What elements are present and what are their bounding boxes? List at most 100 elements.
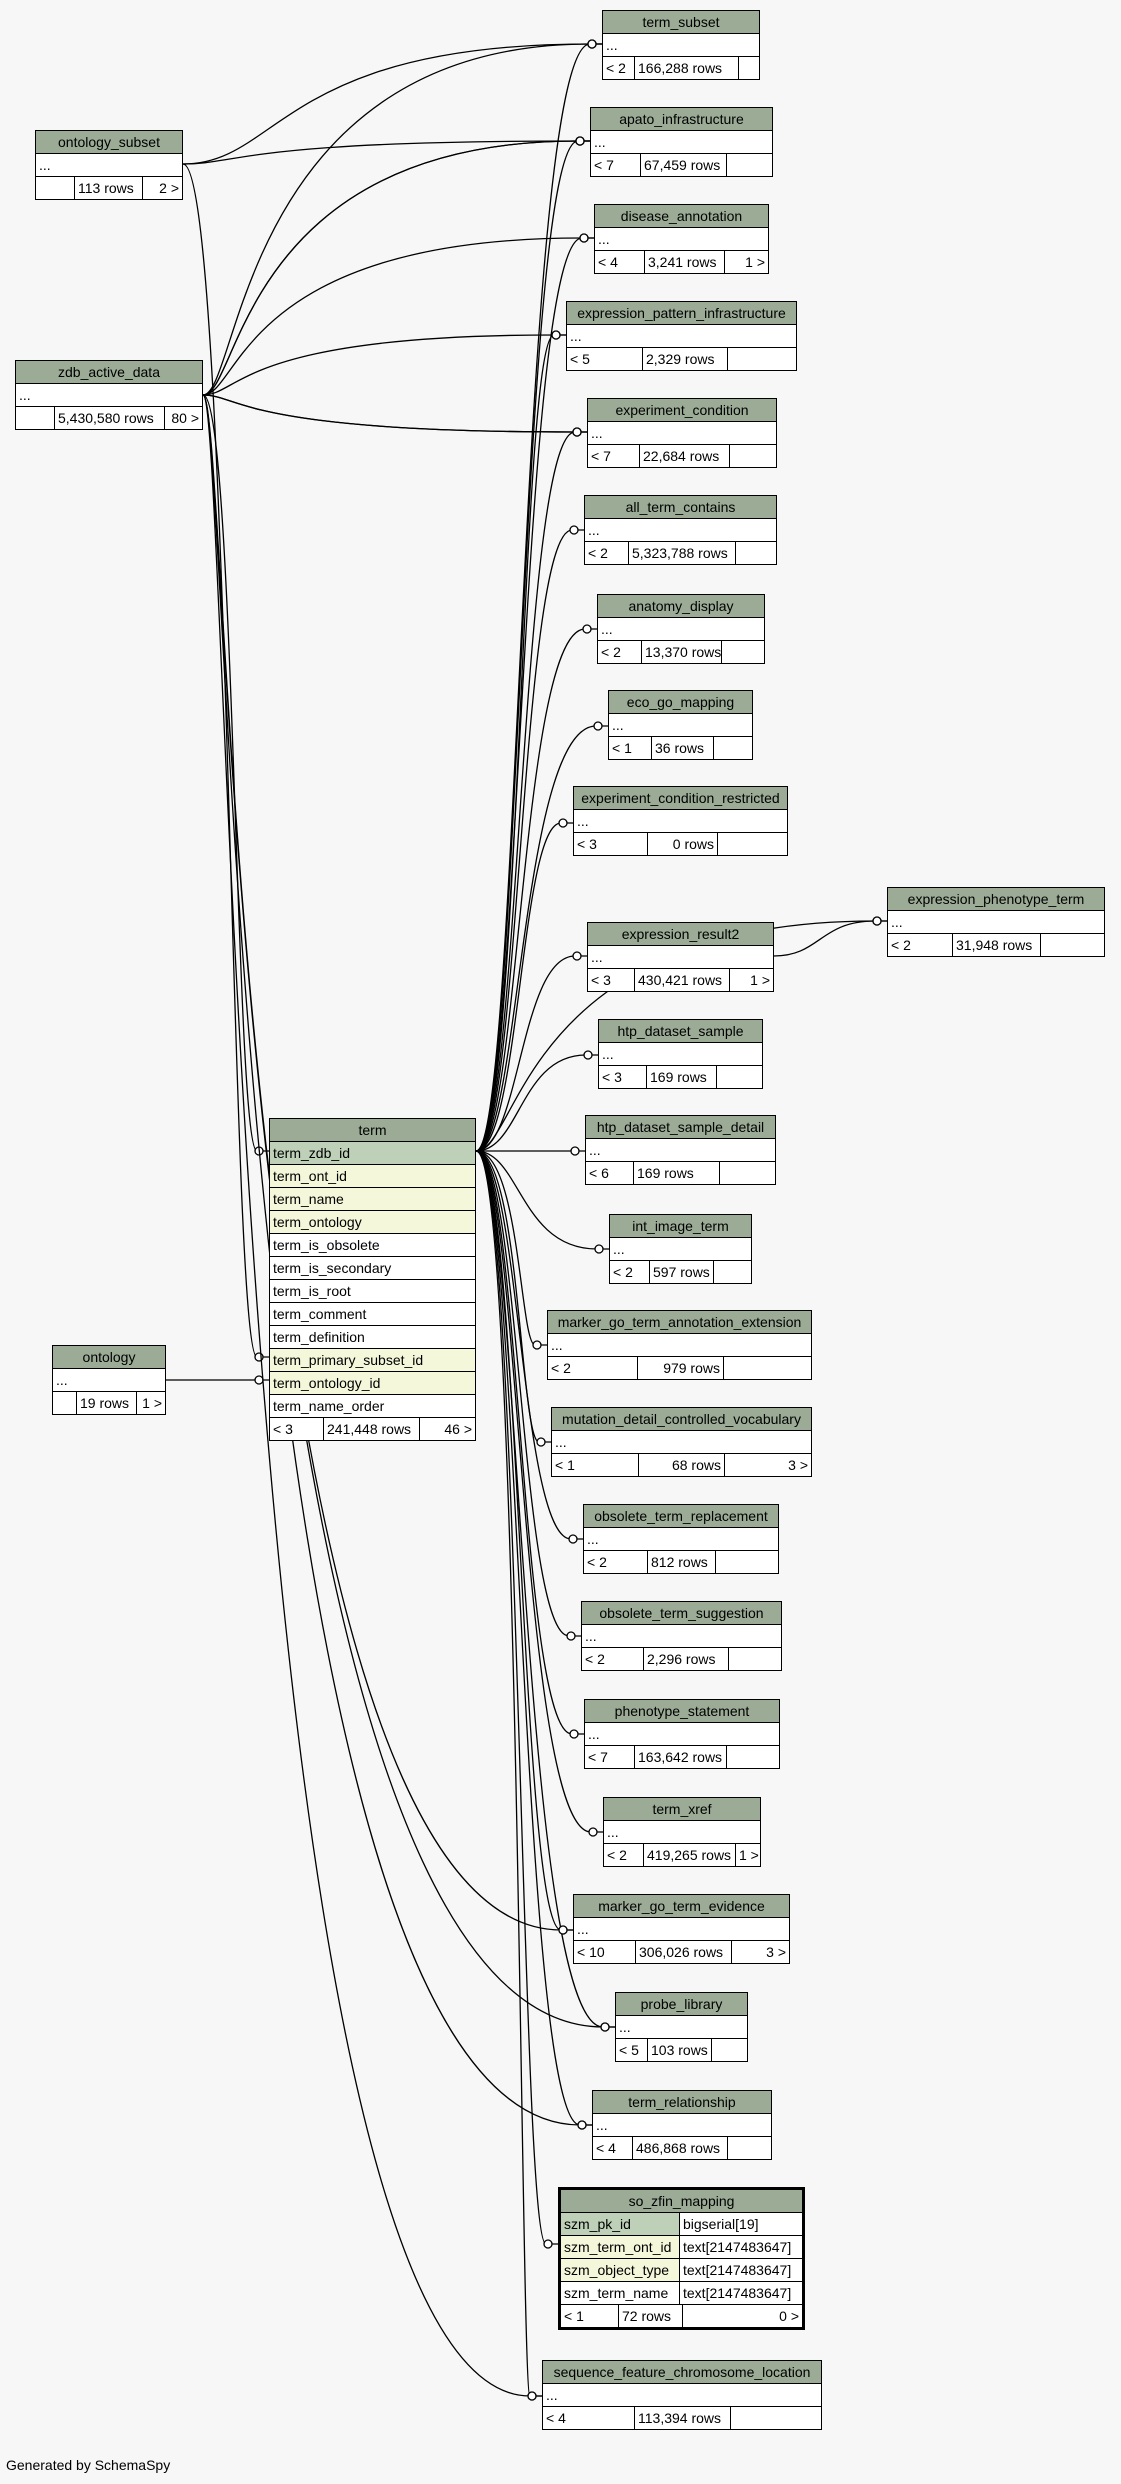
children-count[interactable]: 80 > xyxy=(171,410,199,426)
table-marker-go-term-annotation-extension[interactable]: marker_go_term_annotation_extension ... … xyxy=(547,1310,812,1380)
parents-count[interactable] xyxy=(36,177,75,199)
table-title: eco_go_mapping xyxy=(609,691,752,714)
table-title: experiment_condition xyxy=(588,399,776,422)
children-count[interactable] xyxy=(718,833,787,855)
children-count[interactable] xyxy=(729,1648,781,1670)
parents-count[interactable]: < 2 xyxy=(582,1648,644,1670)
children-count[interactable] xyxy=(728,348,796,370)
parents-count[interactable]: < 5 xyxy=(616,2039,648,2061)
parents-count[interactable]: < 1 xyxy=(552,1454,639,1476)
table-sequence-feature-chromosome-location[interactable]: sequence_feature_chromosome_location ...… xyxy=(542,2360,822,2430)
parents-count[interactable]: < 2 xyxy=(610,1261,650,1283)
parents-count[interactable]: < 3 xyxy=(599,1066,647,1088)
parents-count[interactable]: < 2 xyxy=(585,542,629,564)
children-count[interactable] xyxy=(727,1746,779,1768)
parents-count[interactable]: < 2 xyxy=(598,641,642,663)
children-count[interactable]: 1 > xyxy=(745,254,765,270)
parents-count[interactable]: < 4 xyxy=(595,251,645,273)
parents-count[interactable]: < 7 xyxy=(591,154,641,176)
children-count[interactable] xyxy=(727,154,772,176)
edge-endpoint-circle xyxy=(543,2239,553,2249)
parents-count[interactable]: < 1 xyxy=(561,2305,619,2327)
table-mutation-detail-controlled-vocabulary[interactable]: mutation_detail_controlled_vocabulary ..… xyxy=(551,1407,812,1477)
parents-count[interactable]: < 3 xyxy=(588,969,635,991)
children-count[interactable] xyxy=(714,1261,751,1283)
children-count[interactable]: 3 > xyxy=(788,1457,808,1473)
edge-endpoint-circle xyxy=(569,525,579,535)
children-count[interactable] xyxy=(728,2137,771,2159)
children-count[interactable]: 1 > xyxy=(750,972,770,988)
parents-count[interactable]: < 10 xyxy=(574,1941,636,1963)
parents-count[interactable]: < 4 xyxy=(593,2137,633,2159)
column-term-ont-id: term_ont_id xyxy=(270,1165,475,1188)
table-title: obsolete_term_replacement xyxy=(584,1505,778,1528)
children-count[interactable] xyxy=(731,2407,821,2429)
row-count: 597 rows xyxy=(650,1261,714,1283)
parents-count[interactable] xyxy=(16,407,55,429)
children-count[interactable] xyxy=(736,542,776,564)
children-count[interactable] xyxy=(717,1066,762,1088)
children-count[interactable]: 0 > xyxy=(779,2308,799,2324)
table-title: marker_go_term_evidence xyxy=(574,1895,789,1918)
parents-count[interactable]: < 4 xyxy=(543,2407,635,2429)
parents-count[interactable]: < 7 xyxy=(588,445,640,467)
children-count[interactable] xyxy=(714,737,752,759)
children-count[interactable] xyxy=(724,1357,811,1379)
table-row: ... xyxy=(552,1431,811,1454)
column-term-zdb-id: term_zdb_id xyxy=(270,1142,475,1165)
relationship-edge xyxy=(475,1150,603,1833)
parents-count[interactable]: < 1 xyxy=(609,737,652,759)
parents-count[interactable] xyxy=(53,1392,77,1414)
children-count[interactable] xyxy=(730,445,776,467)
children-count[interactable] xyxy=(739,57,759,79)
edge-endpoint-circle xyxy=(566,1631,576,1641)
parents-count[interactable]: < 3 xyxy=(574,833,648,855)
table-row: ... xyxy=(585,519,776,542)
parents-count[interactable]: < 3 xyxy=(270,1418,324,1440)
parents-count[interactable]: < 5 xyxy=(567,348,643,370)
children-count[interactable] xyxy=(720,1162,775,1184)
children-count[interactable]: 46 > xyxy=(444,1421,472,1437)
children-count[interactable] xyxy=(1041,934,1104,956)
children-count[interactable]: 1 > xyxy=(739,1847,759,1863)
parents-count[interactable]: < 2 xyxy=(603,57,635,79)
parents-count[interactable]: < 2 xyxy=(604,1844,644,1866)
children-count[interactable]: 3 > xyxy=(766,1944,786,1960)
table-expression-pattern-infrastructure[interactable]: expression_pattern_infrastructure ... < … xyxy=(566,301,797,371)
children-count[interactable] xyxy=(712,2039,747,2061)
parents-count[interactable]: < 6 xyxy=(586,1162,634,1184)
parents-count[interactable]: < 2 xyxy=(548,1357,638,1379)
children-count[interactable]: 1 > xyxy=(142,1395,162,1411)
parents-count[interactable]: < 2 xyxy=(584,1551,648,1573)
children-count[interactable] xyxy=(722,641,764,663)
children-count[interactable]: 2 > xyxy=(159,180,179,196)
parents-count[interactable]: < 2 xyxy=(888,934,953,956)
children-count[interactable] xyxy=(716,1551,778,1573)
parents-count[interactable]: < 7 xyxy=(585,1746,635,1768)
